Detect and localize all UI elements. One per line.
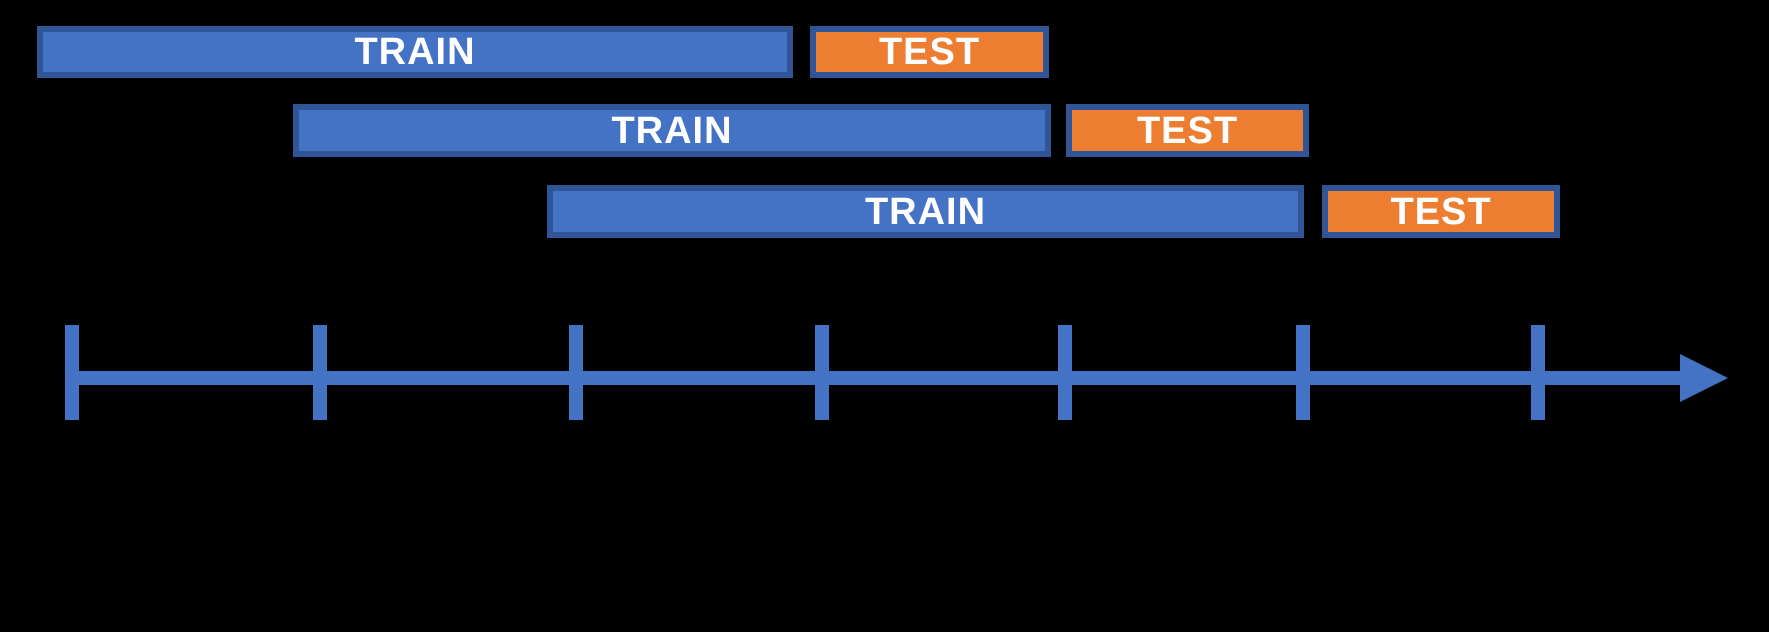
fold2-train-bar: TRAIN <box>293 104 1051 157</box>
fold1-test-bar: TEST <box>810 26 1049 78</box>
fold3-train-bar: TRAIN <box>547 185 1304 238</box>
timeline-arrowhead-icon <box>1680 354 1728 402</box>
timeline-ticks <box>65 325 1545 420</box>
fold3-test-bar: TEST <box>1322 185 1560 238</box>
fold1-train-bar: TRAIN <box>37 26 793 78</box>
fold2-test-bar: TEST <box>1066 104 1309 157</box>
